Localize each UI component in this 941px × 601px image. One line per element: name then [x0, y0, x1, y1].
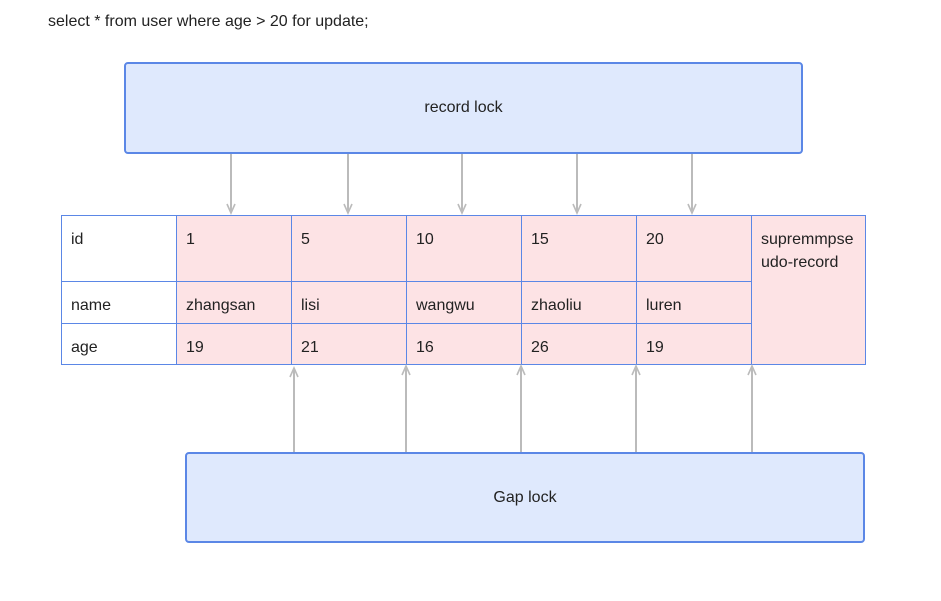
record-name-cell: wangwu — [406, 281, 522, 324]
record-lock-label: record lock — [424, 99, 503, 116]
record-id-cell: 10 — [406, 215, 522, 282]
sql-query: select * from user where age > 20 for up… — [48, 13, 369, 30]
row-header-age: age — [61, 323, 177, 365]
record-name-cell: zhangsan — [176, 281, 292, 324]
row-header-id: id — [61, 215, 177, 282]
record-lock-box: record lock — [124, 62, 803, 154]
row-header-name: name — [61, 281, 177, 324]
supremum-pseudo-record: supremmpseudo-record — [751, 215, 866, 365]
gap-lock-label: Gap lock — [493, 488, 557, 506]
record-name-cell: luren — [636, 281, 752, 324]
record-id-cell: 5 — [291, 215, 407, 282]
record-name-cell: zhaoliu — [521, 281, 637, 324]
record-age-cell: 19 — [176, 323, 292, 365]
record-age-cell: 26 — [521, 323, 637, 365]
gap-lock-box: Gap lock — [185, 452, 865, 543]
record-id-cell: 1 — [176, 215, 292, 282]
record-age-cell: 21 — [291, 323, 407, 365]
record-age-cell: 19 — [636, 323, 752, 365]
record-age-cell: 16 — [406, 323, 522, 365]
record-id-cell: 15 — [521, 215, 637, 282]
record-id-cell: 20 — [636, 215, 752, 282]
